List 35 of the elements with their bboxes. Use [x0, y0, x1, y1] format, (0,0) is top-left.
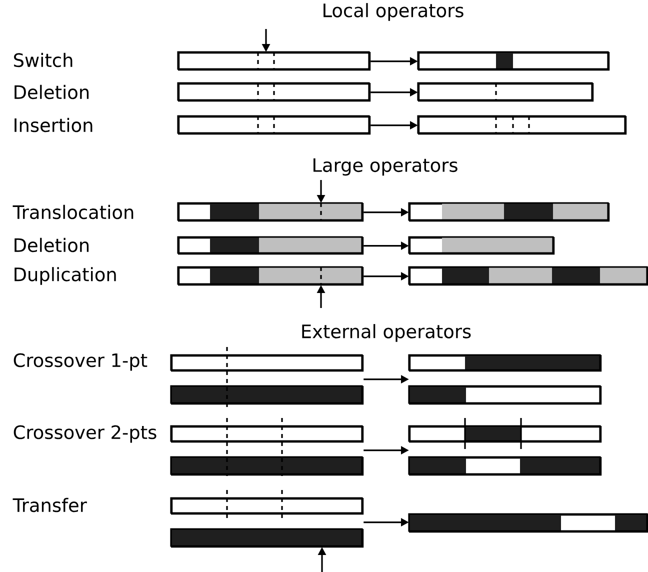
- chromosome-bar: [408, 236, 555, 255]
- chromosome-bar: [177, 115, 371, 135]
- row-label: Crossover 2-pts: [14, 425, 156, 443]
- chromosome-bar: [408, 266, 648, 286]
- chromosome-bar: [408, 425, 602, 443]
- chromosome-bar: [417, 51, 610, 71]
- chromosome-bar: [170, 497, 364, 515]
- row-label: Insertion: [14, 118, 92, 132]
- chromosome-bar: [417, 82, 594, 102]
- chromosome-bar: [170, 425, 364, 443]
- chromosome-bar: [177, 202, 364, 222]
- chromosome-bar: [170, 385, 364, 405]
- chromosome-bar: [177, 236, 364, 255]
- section-title: External operators: [302, 324, 471, 342]
- row-label: Switch: [14, 52, 72, 68]
- chromosome-bar: [170, 456, 364, 476]
- chromosome-bar: [177, 266, 364, 286]
- chromosome-bar: [177, 51, 371, 71]
- row-label: Transfer: [12, 498, 87, 512]
- chromosome-bar: [408, 513, 648, 533]
- chromosome-bar: [177, 82, 371, 102]
- row-label: Duplication: [14, 267, 116, 285]
- chromosome-bar: [408, 202, 610, 222]
- chromosome-bar: [408, 354, 602, 372]
- row-label: Deletion: [14, 238, 89, 252]
- row-label: Crossover 1-pt: [14, 353, 148, 371]
- row-label: Translocation: [12, 204, 134, 220]
- chromosome-bar: [417, 115, 627, 135]
- chromosome-bar: [408, 385, 602, 405]
- row-label: Deletion: [14, 84, 89, 100]
- section-title: Large operators: [314, 158, 458, 176]
- chromosome-bar: [408, 456, 602, 476]
- chromosome-bar: [170, 354, 364, 372]
- section-title: Local operators: [324, 3, 464, 21]
- chromosome-bar: [170, 528, 364, 548]
